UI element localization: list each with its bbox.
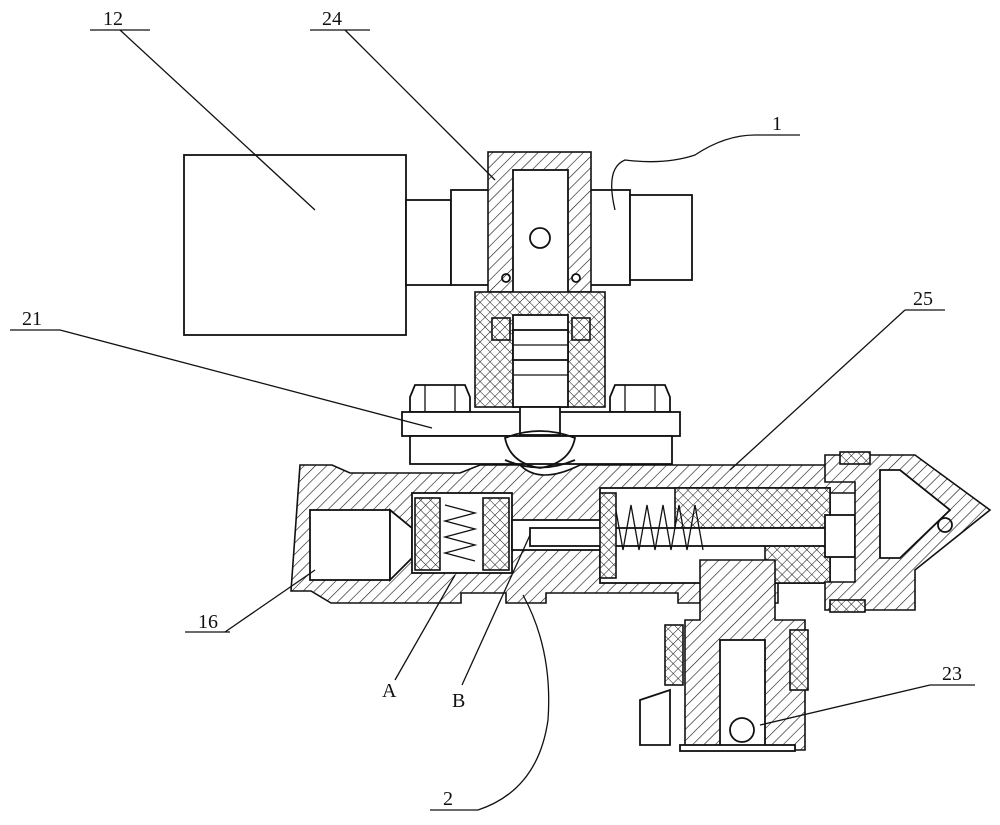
- orifice-seat: [504, 459, 576, 469]
- coil-right: [589, 189, 631, 286]
- spring-a: [442, 504, 478, 562]
- solenoid-assembly: [183, 151, 693, 408]
- end-cap-inner: [879, 469, 952, 559]
- spring-seat: [599, 492, 617, 579]
- label-2: 2: [443, 788, 453, 810]
- orifice-ball: [503, 430, 577, 469]
- spring-25: [614, 504, 704, 551]
- stem-rod: [529, 527, 831, 547]
- callout-labels: 12 24 1 25 21 16 A B 23 2: [22, 8, 962, 810]
- end-seal: [829, 599, 866, 613]
- connector-stub: [405, 199, 452, 286]
- inlet-bore-16: [309, 509, 391, 581]
- label-B: B: [452, 690, 465, 712]
- coil-left: [450, 189, 490, 286]
- outlet-foot: [679, 744, 796, 752]
- outlet-bore: [719, 639, 766, 751]
- coil-cap-right: [629, 194, 693, 281]
- outlet-seal-left: [664, 624, 684, 686]
- o-ring: [501, 273, 511, 283]
- end-seal-top: [839, 451, 871, 465]
- label-23: 23: [942, 663, 962, 685]
- label-25: 25: [913, 288, 933, 310]
- flange-assembly: [401, 384, 681, 469]
- label-A: A: [382, 680, 397, 702]
- box-12: [183, 154, 407, 336]
- seal-ring: [491, 317, 511, 341]
- bolt-head-left: [409, 384, 471, 413]
- stem-nut: [824, 514, 856, 558]
- plunger-hole: [529, 227, 551, 249]
- leader-B: [461, 534, 531, 686]
- label-24: 24: [322, 8, 342, 30]
- flange-neck: [409, 435, 673, 465]
- end-cap-screw: [937, 517, 953, 533]
- valve-body: [290, 451, 992, 752]
- plunger: [512, 169, 569, 316]
- outlet-bracket: [639, 688, 671, 746]
- label-12: 12: [103, 8, 123, 30]
- seal-left: [414, 497, 441, 571]
- o-ring: [571, 273, 581, 283]
- leader-lines: [10, 29, 975, 811]
- outlet-seal-right: [789, 629, 809, 691]
- seal-right: [482, 497, 510, 571]
- leader-A: [394, 574, 456, 681]
- label-21: 21: [22, 308, 42, 330]
- label-1: 1: [772, 113, 782, 135]
- insulator-bore: [512, 314, 569, 408]
- bolt-head-right: [609, 384, 671, 413]
- label-16: 16: [198, 611, 218, 633]
- seal-ring: [571, 317, 591, 341]
- outlet-ball: [729, 717, 755, 743]
